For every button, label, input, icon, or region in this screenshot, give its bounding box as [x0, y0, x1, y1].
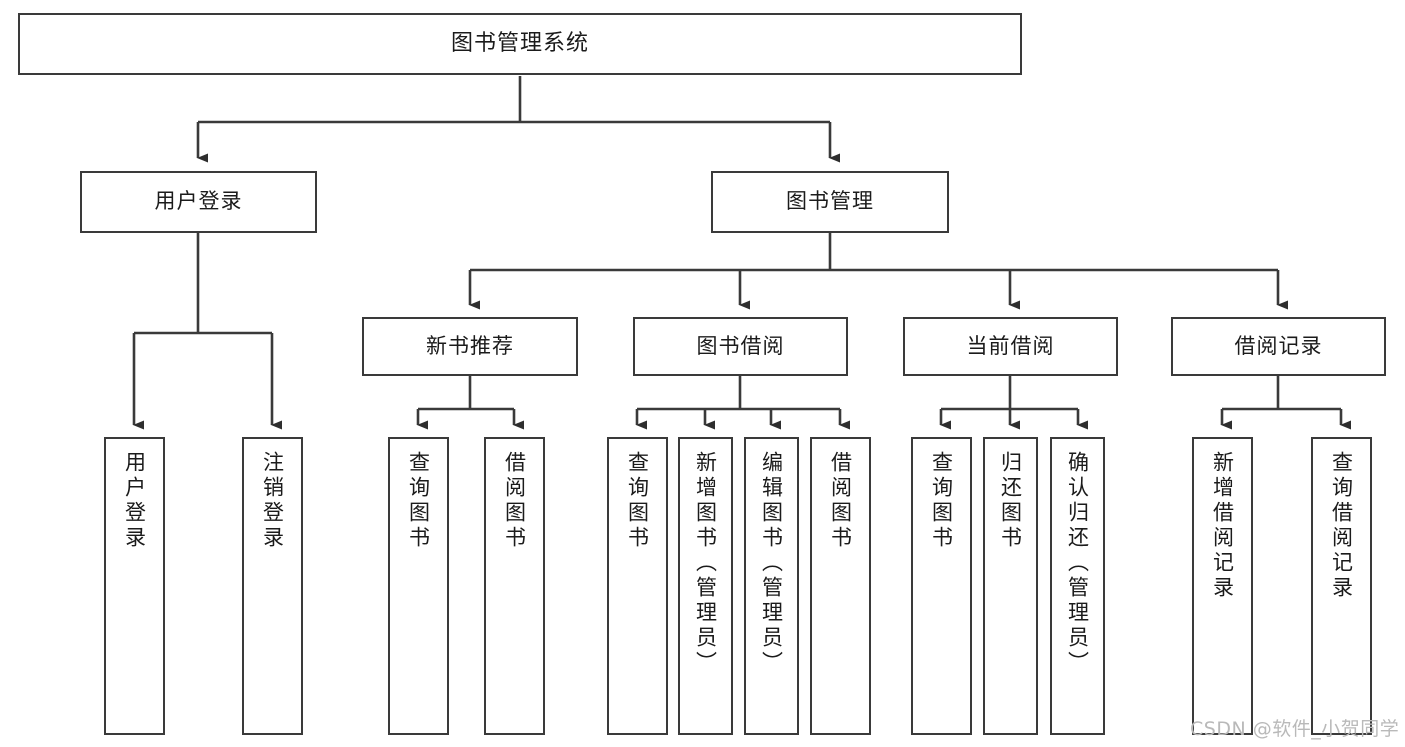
node-new-book-recommend[interactable]: 新书推荐: [362, 317, 578, 376]
leaf-book-borrow-add[interactable]: 新增图书（管理员）: [678, 437, 733, 735]
node-label: 新增借阅记录: [1210, 451, 1235, 601]
leaf-new-book-query[interactable]: 查询图书: [388, 437, 449, 735]
node-label: 借阅图书: [502, 451, 527, 551]
node-label: 当前借阅: [966, 333, 1055, 358]
node-label: 新书推荐: [426, 333, 514, 358]
leaf-book-borrow-borrow[interactable]: 借阅图书: [810, 437, 871, 735]
node-label: 归还图书: [998, 451, 1023, 551]
leaf-current-borrow-confirm-return[interactable]: 确认归还（管理员）: [1050, 437, 1105, 735]
node-borrow-record[interactable]: 借阅记录: [1171, 317, 1386, 376]
node-label: 注销登录: [260, 451, 285, 551]
watermark-text: CSDN @软件_小贺同学: [1190, 718, 1400, 740]
leaf-user-login-login[interactable]: 用户登录: [104, 437, 165, 735]
leaf-user-login-logout[interactable]: 注销登录: [242, 437, 303, 735]
node-label: 图书管理系统: [450, 30, 589, 56]
node-label: 新增图书（管理员）: [693, 451, 718, 676]
node-current-borrow[interactable]: 当前借阅: [903, 317, 1118, 376]
leaf-book-borrow-edit[interactable]: 编辑图书（管理员）: [744, 437, 799, 735]
node-label: 图书借阅: [696, 333, 785, 358]
node-label: 确认归还（管理员）: [1065, 451, 1090, 676]
leaf-borrow-record-add[interactable]: 新增借阅记录: [1192, 437, 1253, 735]
node-root-library-system[interactable]: 图书管理系统: [18, 13, 1022, 75]
leaf-current-borrow-return[interactable]: 归还图书: [983, 437, 1038, 735]
node-book-borrow[interactable]: 图书借阅: [633, 317, 848, 376]
node-book-management[interactable]: 图书管理: [711, 171, 949, 233]
node-label: 查询借阅记录: [1329, 451, 1354, 601]
node-label: 用户登录: [122, 451, 147, 551]
node-label: 查询图书: [929, 451, 954, 551]
leaf-new-book-borrow[interactable]: 借阅图书: [484, 437, 545, 735]
node-label: 借阅记录: [1234, 333, 1323, 358]
node-label: 图书管理: [786, 189, 874, 214]
node-label: 用户登录: [154, 189, 243, 214]
node-label: 查询图书: [625, 451, 650, 551]
node-user-login[interactable]: 用户登录: [80, 171, 317, 233]
node-label: 借阅图书: [828, 451, 853, 551]
leaf-borrow-record-query[interactable]: 查询借阅记录: [1311, 437, 1372, 735]
node-label: 查询图书: [406, 451, 431, 551]
node-label: 编辑图书（管理员）: [759, 451, 784, 676]
leaf-current-borrow-query[interactable]: 查询图书: [911, 437, 972, 735]
leaf-book-borrow-query[interactable]: 查询图书: [607, 437, 668, 735]
